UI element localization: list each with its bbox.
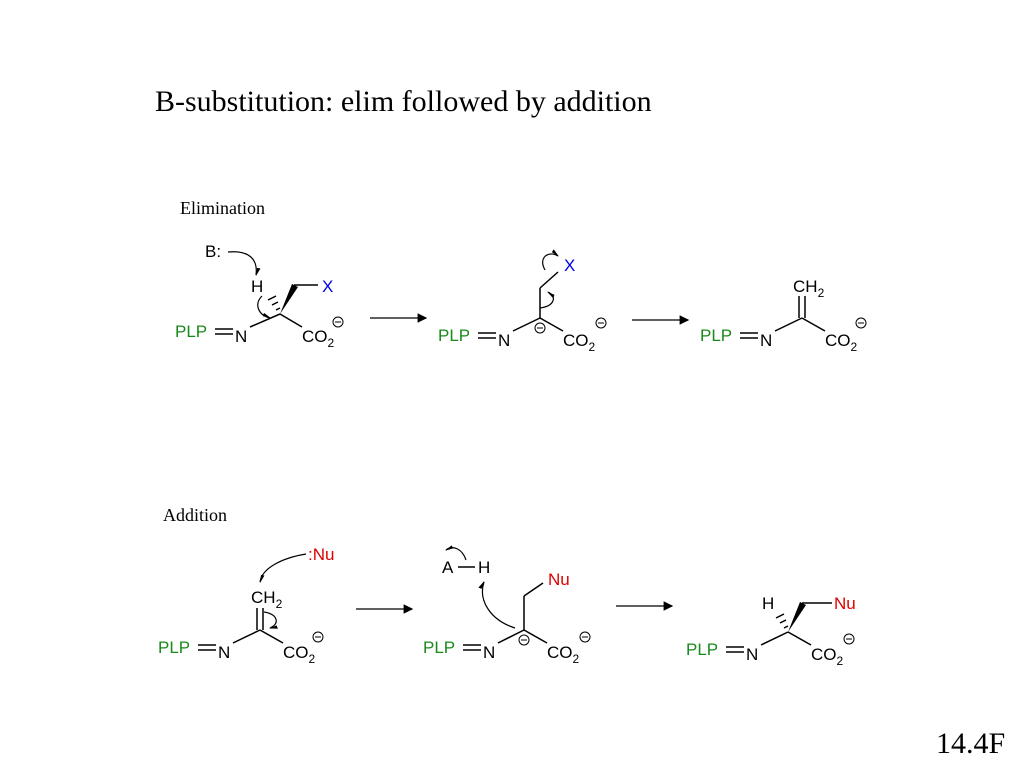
nitrogen-label: N bbox=[746, 645, 758, 664]
addition-heading: Addition bbox=[163, 505, 228, 525]
negative-charge-icon bbox=[843, 633, 855, 645]
plp-label: PLP bbox=[686, 640, 718, 659]
slide-title: B-substitution: elim followed by additio… bbox=[155, 85, 652, 118]
curved-arrow-icon bbox=[259, 553, 307, 584]
addition-intermediate: PLP N Nu CO2 A H bbox=[423, 545, 591, 666]
nucleophile-label: :Nu bbox=[308, 545, 334, 564]
elim-intermediate: PLP N X CO2 bbox=[438, 249, 607, 354]
nitrogen-label: N bbox=[498, 331, 510, 350]
methylene-label: CH2 bbox=[793, 277, 825, 300]
carboxylate-label: CO2 bbox=[283, 643, 316, 666]
elim-reactant: PLP N H X CO2 B: bbox=[175, 242, 344, 350]
plp-label: PLP bbox=[175, 322, 207, 341]
slide-number: 14.4F bbox=[936, 727, 1006, 760]
negative-charge-icon bbox=[855, 317, 867, 329]
elimination-heading: Elimination bbox=[180, 198, 265, 218]
nitrogen-label: N bbox=[483, 643, 495, 662]
nu-label: Nu bbox=[548, 570, 570, 589]
hashed-bond bbox=[267, 295, 281, 311]
carboxylate-label: CO2 bbox=[302, 327, 335, 350]
curved-arrow-icon bbox=[445, 545, 467, 561]
leaving-group-x: X bbox=[322, 277, 333, 296]
plp-label: PLP bbox=[423, 638, 455, 657]
nitrogen-label: N bbox=[218, 643, 230, 662]
carboxylate-label: CO2 bbox=[563, 331, 596, 354]
negative-charge-icon bbox=[595, 317, 607, 329]
plp-label: PLP bbox=[158, 638, 190, 657]
elim-product: PLP N CH2 CO2 bbox=[700, 277, 867, 354]
carboxylate-label: CO2 bbox=[547, 643, 580, 666]
carboxylate-label: CO2 bbox=[811, 645, 844, 668]
curved-arrow-icon bbox=[257, 295, 272, 319]
plp-label: PLP bbox=[700, 326, 732, 345]
hydrogen-label: H bbox=[762, 594, 774, 613]
plp-label: PLP bbox=[438, 326, 470, 345]
carboxylate-label: CO2 bbox=[825, 331, 858, 354]
methylene-label: CH2 bbox=[251, 588, 283, 611]
hydrogen-label: H bbox=[251, 277, 263, 296]
hydrogen-label: H bbox=[478, 558, 490, 577]
base-label: B: bbox=[205, 242, 221, 261]
curved-arrow-icon bbox=[227, 251, 261, 277]
curved-arrow-icon bbox=[263, 611, 279, 629]
nitrogen-label: N bbox=[235, 327, 247, 346]
negative-charge-icon bbox=[518, 634, 530, 646]
curved-arrow-icon bbox=[539, 291, 555, 309]
negative-charge-icon bbox=[534, 322, 546, 334]
wedge-bond bbox=[280, 284, 298, 314]
addition-reactant: PLP N CH2 CO2 :Nu bbox=[158, 545, 334, 666]
addition-product: PLP N H Nu CO2 bbox=[686, 594, 856, 668]
leaving-group-x: X bbox=[564, 256, 575, 275]
negative-charge-icon bbox=[312, 631, 324, 643]
curved-arrow-icon bbox=[478, 580, 516, 629]
nitrogen-label: N bbox=[760, 331, 772, 350]
acid-label: A bbox=[442, 558, 454, 577]
curved-arrow-icon bbox=[542, 249, 560, 271]
nu-label: Nu bbox=[834, 594, 856, 613]
hashed-bond bbox=[775, 613, 789, 629]
wedge-bond bbox=[788, 602, 806, 632]
negative-charge-icon bbox=[579, 631, 591, 643]
negative-charge-icon bbox=[332, 316, 344, 328]
